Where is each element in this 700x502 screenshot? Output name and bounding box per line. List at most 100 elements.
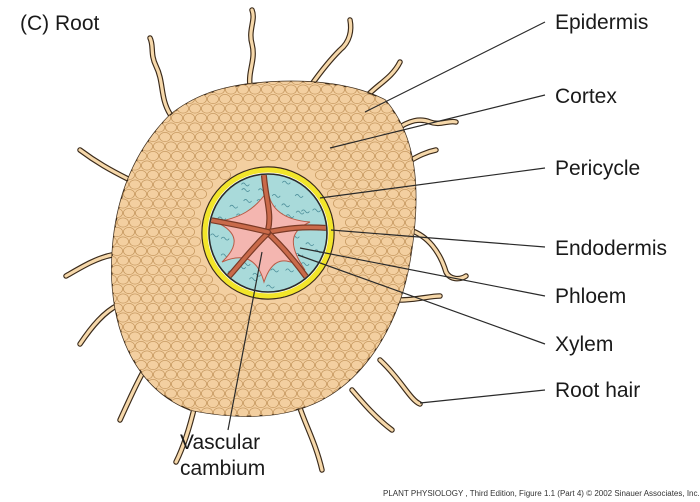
cortex-cell bbox=[483, 227, 494, 236]
cortex-cell bbox=[447, 379, 458, 388]
cortex-cell bbox=[555, 417, 566, 426]
cortex-cell bbox=[519, 322, 530, 331]
cortex-cell bbox=[333, 446, 344, 455]
cortex-cell bbox=[206, 81, 219, 86]
cortex-cell bbox=[453, 218, 464, 227]
cortex-cell bbox=[477, 446, 488, 455]
xylem-arm bbox=[266, 225, 326, 234]
cortex-cell bbox=[380, 407, 393, 417]
cortex-cell bbox=[146, 397, 159, 408]
cortex-cell bbox=[477, 294, 488, 303]
cortex-cell bbox=[531, 151, 542, 160]
cortex-cell bbox=[195, 417, 206, 426]
cortex-cell bbox=[471, 265, 482, 274]
cortex-cell bbox=[176, 179, 189, 190]
cortex-cell bbox=[531, 227, 542, 236]
leader-pericycle bbox=[319, 167, 546, 199]
cortex-cell bbox=[525, 408, 536, 417]
cortex-cell bbox=[111, 350, 118, 361]
cortex-cell bbox=[188, 274, 201, 285]
cortex-cell bbox=[429, 199, 440, 208]
cortex-cell bbox=[134, 397, 147, 408]
cortex-cell bbox=[387, 436, 398, 445]
cortex-cell bbox=[290, 131, 303, 142]
leader-xylem bbox=[297, 254, 546, 345]
cortex-cell bbox=[410, 94, 416, 105]
cortex-cell bbox=[489, 446, 500, 455]
cortex-cell bbox=[218, 378, 231, 389]
root-hair bbox=[310, 18, 353, 86]
cortex-cell bbox=[158, 397, 171, 408]
cortex-cell bbox=[321, 446, 332, 455]
cortex-cell bbox=[111, 293, 118, 304]
figure-credit: PLANT PHYSIOLOGY , Third Edition, Figure… bbox=[383, 489, 700, 498]
cortex-cell bbox=[549, 408, 560, 417]
cortex-cell bbox=[489, 218, 500, 227]
cortex-cell bbox=[392, 350, 405, 361]
cortex-cell bbox=[495, 75, 506, 84]
cortex-cell bbox=[296, 160, 309, 171]
cortex-cell bbox=[140, 274, 153, 285]
cortex-cell bbox=[417, 351, 428, 360]
cortex-cell bbox=[267, 436, 278, 445]
cortex-cell bbox=[459, 436, 470, 445]
cortex-cell bbox=[146, 378, 159, 389]
cortex-cell bbox=[477, 180, 488, 189]
cortex-cell bbox=[326, 359, 339, 370]
cortex-cell bbox=[537, 275, 548, 284]
label-cortex: Cortex bbox=[555, 85, 617, 108]
cortex-cell bbox=[483, 208, 494, 217]
cortex-cell bbox=[573, 123, 584, 132]
cortex-cell bbox=[140, 103, 153, 114]
cortex-cell bbox=[471, 132, 482, 141]
cortex-cell bbox=[447, 322, 458, 331]
cortex-cell bbox=[350, 340, 363, 351]
cortex-cell bbox=[326, 113, 339, 124]
cortex-cell bbox=[242, 359, 255, 370]
cortex-cell bbox=[543, 246, 554, 255]
cortex-cell bbox=[170, 81, 183, 86]
cortex-cell bbox=[134, 113, 147, 124]
cortex-cell bbox=[255, 417, 266, 426]
cortex-cell bbox=[410, 81, 416, 86]
cortex-cell bbox=[555, 360, 566, 369]
cortex-cell bbox=[368, 388, 381, 399]
cortex-cell bbox=[194, 150, 207, 161]
panel-title: (C) Root bbox=[20, 12, 100, 35]
cortex-cell bbox=[218, 397, 231, 408]
cortex-cell bbox=[236, 103, 249, 114]
cortex-cell bbox=[123, 321, 136, 332]
cortex-cell bbox=[368, 160, 381, 171]
cortex-cell bbox=[128, 217, 141, 228]
cortex-cell bbox=[423, 360, 434, 369]
cortex-cell bbox=[350, 113, 363, 124]
cortex-cell bbox=[254, 131, 267, 142]
cortex-cell bbox=[140, 331, 153, 342]
cortex-cell bbox=[266, 81, 279, 86]
cortex-cell bbox=[332, 274, 345, 285]
cortex-cell bbox=[350, 81, 363, 86]
cortex-cell bbox=[117, 122, 130, 133]
cortex-cell bbox=[284, 388, 297, 399]
cortex-cell bbox=[465, 123, 476, 132]
cortex-cell bbox=[441, 142, 452, 151]
cortex-cell bbox=[537, 408, 548, 417]
cortex-cell bbox=[525, 199, 536, 208]
cortex-cell bbox=[374, 150, 387, 161]
cortex-cell bbox=[471, 113, 482, 122]
cortex-cell bbox=[194, 378, 207, 389]
cortex-cell bbox=[308, 312, 321, 323]
phloem-cell bbox=[229, 204, 239, 209]
root-hair bbox=[298, 406, 324, 472]
cortex-cell bbox=[507, 436, 518, 445]
cortex-cell bbox=[188, 350, 201, 361]
cortex-cell bbox=[194, 264, 207, 275]
cortex-cell bbox=[278, 397, 291, 408]
cortex-cell bbox=[501, 199, 512, 208]
cortex-cell bbox=[404, 236, 416, 247]
cortex-cell bbox=[176, 369, 189, 380]
cortex-cell bbox=[513, 161, 524, 170]
cortex-cell bbox=[501, 142, 512, 151]
cortex-cell bbox=[260, 369, 273, 380]
